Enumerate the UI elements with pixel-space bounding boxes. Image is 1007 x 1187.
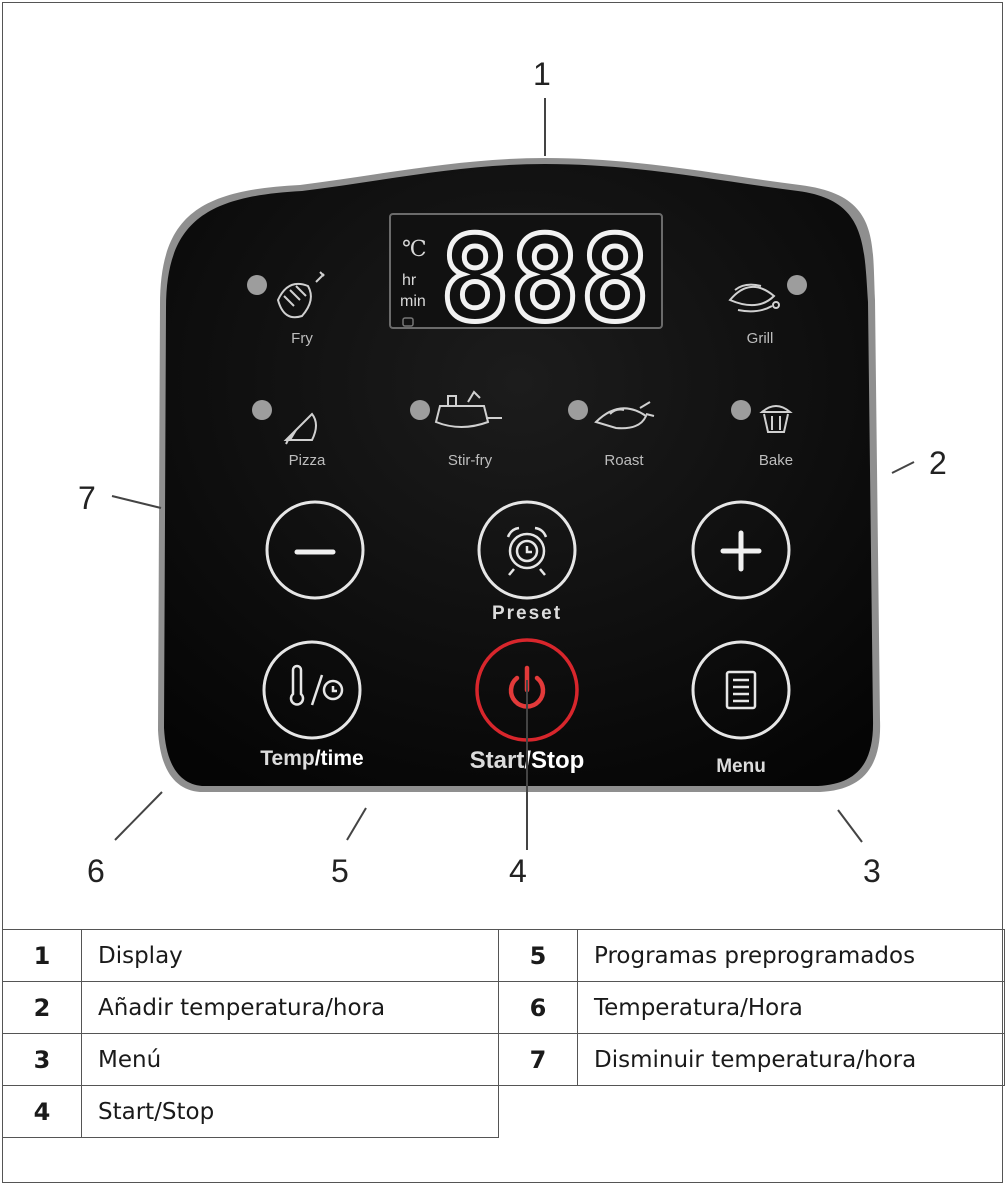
legend-number: 6 <box>498 981 578 1034</box>
unit-hr: hr <box>402 272 417 289</box>
led-stir-fry <box>410 400 430 420</box>
led-bake <box>731 400 751 420</box>
legend-number: 5 <box>498 929 578 982</box>
callout-5: 5 <box>331 853 349 889</box>
led-roast <box>568 400 588 420</box>
legend-number: 2 <box>2 981 82 1034</box>
leader-line-2 <box>891 461 915 474</box>
start-stop-label: Start/Stop <box>470 747 585 774</box>
legend-text: Añadir temperatura/hora <box>81 981 499 1034</box>
thermometer-clock-icon <box>289 664 344 706</box>
legend-text: Start/Stop <box>81 1085 499 1138</box>
fan-indicator-icon <box>402 317 414 327</box>
legend-text: Disminuir temperatura/hora <box>577 1033 1005 1086</box>
callout-4: 4 <box>509 853 527 889</box>
menu-label: Menu <box>716 756 766 777</box>
control-panel <box>158 158 881 792</box>
legend-text: Programas preprogramados <box>577 929 1005 982</box>
mode-label-bake: Bake <box>759 452 793 469</box>
callout-6: 6 <box>87 853 105 889</box>
legend-table: 1 Display 5 Programas preprogramados 2 A… <box>2 929 1005 1138</box>
mode-label-stir-fry: Stir-fry <box>448 452 493 469</box>
mode-label-pizza: Pizza <box>289 452 326 469</box>
display-digits: 888 <box>440 210 650 348</box>
panel-face <box>164 164 874 786</box>
mode-label-roast: Roast <box>604 452 644 469</box>
legend-text: Display <box>81 929 499 982</box>
callout-7: 7 <box>78 480 96 516</box>
legend-row: 4 Start/Stop <box>2 1085 1005 1138</box>
legend-number: 4 <box>2 1085 82 1138</box>
bake-icon <box>759 405 793 433</box>
leader-line-3 <box>837 809 863 843</box>
pizza-icon <box>283 412 317 445</box>
preset-label: Preset <box>492 603 562 624</box>
menu-list-icon <box>725 670 757 710</box>
leader-line-5 <box>346 807 367 841</box>
leader-line-6 <box>114 791 163 841</box>
callout-3: 3 <box>863 853 881 889</box>
led-display: ℃ hr min 888 <box>389 208 663 351</box>
legend-text: Temperatura/Hora <box>577 981 1005 1034</box>
legend-number: 1 <box>2 929 82 982</box>
legend-empty-cell <box>499 1086 1005 1138</box>
legend-row: 1 Display 5 Programas preprogramados <box>2 929 1005 982</box>
fry-icon <box>276 271 325 319</box>
grill-icon <box>728 283 780 313</box>
unit-min: min <box>400 293 426 310</box>
mode-label-grill: Grill <box>747 330 774 347</box>
legend-number: 7 <box>498 1033 578 1086</box>
callout-1: 1 <box>533 56 551 92</box>
legend-row: 3 Menú 7 Disminuir temperatura/hora <box>2 1033 1005 1086</box>
led-grill <box>787 275 807 295</box>
legend-number: 3 <box>2 1033 82 1086</box>
legend-row: 2 Añadir temperatura/hora 6 Temperatura/… <box>2 981 1005 1034</box>
menu-button[interactable] <box>691 640 791 740</box>
leader-line-7 <box>111 495 162 509</box>
plus-icon <box>720 530 762 572</box>
stir-fry-icon <box>434 390 502 428</box>
mode-leds <box>247 275 807 420</box>
plus-button[interactable] <box>691 500 791 600</box>
unit-celsius: ℃ <box>402 237 427 262</box>
preset-button[interactable] <box>477 500 577 600</box>
control-panel-diagram: ℃ hr min 888 <box>78 56 947 889</box>
temp-time-button[interactable] <box>262 640 362 740</box>
led-fry <box>247 275 267 295</box>
alarm-clock-icon <box>506 526 548 576</box>
mode-label-fry: Fry <box>291 330 313 347</box>
led-pizza <box>252 400 272 420</box>
legend-text: Menú <box>81 1033 499 1086</box>
minus-button[interactable] <box>265 500 365 600</box>
temp-time-label: Temp/time <box>260 747 363 770</box>
roast-icon <box>594 401 655 430</box>
callout-2: 2 <box>929 445 947 481</box>
